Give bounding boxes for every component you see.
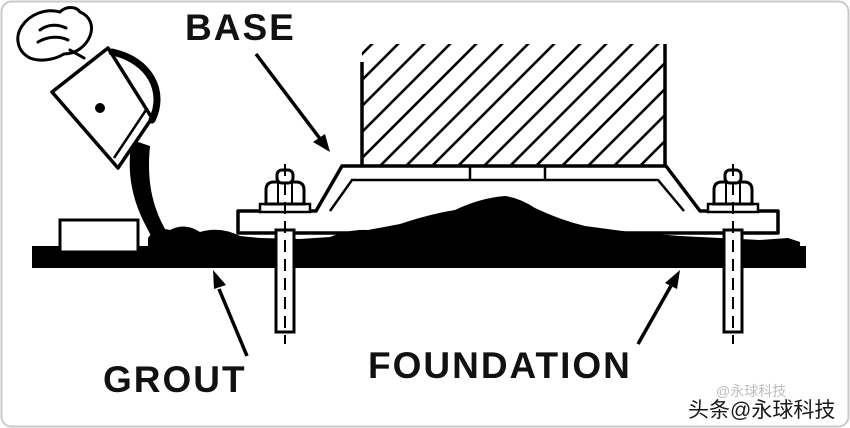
pouring-hand-icon: [16, 6, 94, 62]
foundation-arrow: [636, 283, 674, 345]
base-callout: BASE: [185, 7, 330, 152]
foundation-label: FOUNDATION: [368, 345, 632, 386]
ghost-watermark: @永球科技: [716, 383, 786, 399]
grout-fill: [148, 196, 800, 268]
grout-callout: GROUT: [103, 270, 249, 400]
watermark: 头条@永球科技: [688, 399, 835, 422]
grout-bucket: [50, 46, 161, 170]
base-label: BASE: [185, 7, 296, 48]
foundation-callout: FOUNDATION: [368, 270, 680, 386]
machine-block-hatch: [360, 44, 667, 166]
foundation-arrowhead: [665, 270, 680, 289]
base-arrow: [254, 52, 323, 142]
anchor-bolt-left: [258, 164, 312, 344]
floor-step: [58, 218, 140, 254]
grout-arrowhead: [213, 270, 226, 289]
pour-stream: [129, 140, 172, 240]
grout-arrow: [217, 288, 249, 357]
base-arrowhead: [313, 134, 330, 152]
anchor-bolt-right: [706, 164, 760, 344]
grout-label: GROUT: [103, 359, 247, 400]
